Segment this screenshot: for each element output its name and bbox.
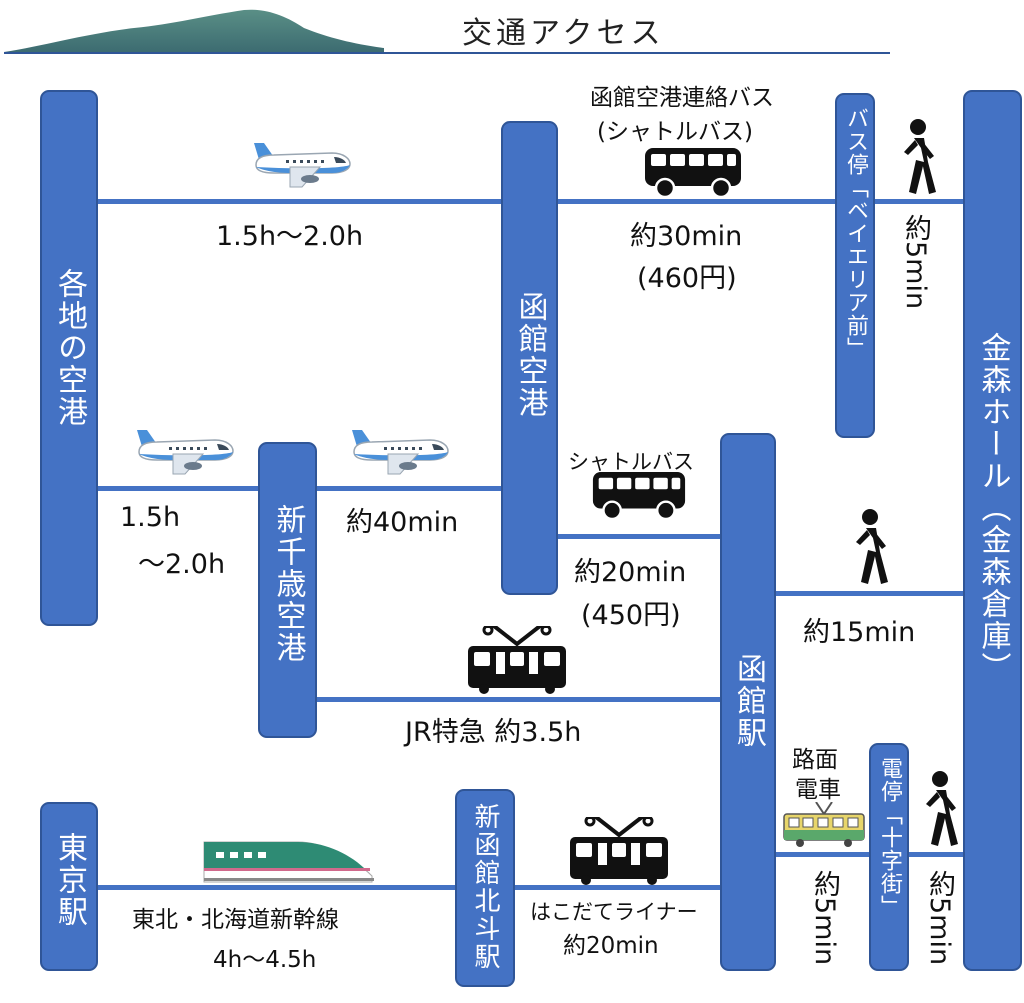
airport-bus-subname: (シャトルバス) (597, 119, 753, 145)
node-busstop-bayarea: バス停「ベイエリア前」 (835, 93, 875, 438)
shuttle-bus-fare: (450円) (581, 600, 681, 631)
node-busstop-bayarea-label: バス停「ベイエリア前」 (843, 107, 868, 360)
node-tokyo-station: 東京駅 (40, 802, 98, 971)
bus-icon (645, 148, 741, 198)
node-hakodate-airport: 函館空港 (501, 121, 558, 595)
page-title: 交通アクセス (462, 16, 665, 51)
airplane-icon (137, 430, 234, 475)
node-hakodate-station-label: 函館駅 (731, 653, 766, 749)
train-icon (570, 817, 668, 885)
node-shin-hakodate-hokuto: 新函館北斗駅 (455, 789, 515, 987)
node-new-chitose: 新千歳空港 (258, 442, 317, 738)
node-hakodate-station: 函館駅 (720, 433, 776, 971)
node-various-airports: 各地の空港 (40, 90, 98, 626)
airplane-icon (254, 143, 351, 188)
jr-express-time: JR特急 約3.5h (405, 717, 582, 748)
walking-person-icon (904, 119, 936, 194)
route-line-station-hall (776, 591, 963, 596)
route-line-chitose-station (317, 697, 720, 702)
route-line-hakodate-airport-station (557, 534, 720, 539)
node-tram-jujigai: 電停「十字街」 (869, 743, 909, 971)
tram-time: 約5min (809, 870, 840, 966)
flight-time-chitose-hakodate: 約40min (346, 507, 459, 538)
mountain-landscape-icon (4, 9, 384, 54)
node-various-airports-label: 各地の空港 (52, 268, 87, 428)
header-underline (4, 52, 890, 54)
hakodate-liner-name: はこだてライナー (530, 900, 698, 924)
shinkansen-time: 4h～4.5h (213, 947, 317, 973)
walking-person-icon (856, 509, 888, 584)
node-tram-jujigai-label: 電停「十字街」 (877, 757, 902, 918)
bus-icon (592, 471, 686, 520)
node-kanamori-hall-label: 金森ホール（金森倉庫） (975, 332, 1011, 684)
node-kanamori-hall: 金森ホール（金森倉庫） (963, 90, 1022, 971)
tram-name-line1: 路面 (792, 747, 838, 773)
airport-bus-fare: (460円) (637, 263, 737, 294)
node-shin-hakodate-hokuto-label: 新函館北斗駅 (470, 803, 500, 971)
walk-time-tram-hall: 約5min (924, 870, 955, 966)
tram-icon (783, 802, 865, 847)
tram-name-line2: 電車 (795, 777, 841, 803)
airport-bus-time: 約30min (630, 221, 743, 252)
walk-time-station-hall: 約15min (803, 617, 916, 648)
flight-time-airports-chitose-line2: ～2.0h (138, 549, 226, 580)
node-tokyo-station-label: 東京駅 (52, 832, 87, 928)
shuttle-bus-time: 約20min (574, 557, 687, 588)
shuttle-bus-name: シャトルバス (568, 450, 694, 474)
hakodate-liner-time: 約20min (563, 933, 659, 959)
shinkansen-icon (203, 841, 374, 883)
shinkansen-name: 東北・北海道新幹線 (132, 907, 339, 933)
walk-time-busstop: 約5min (900, 214, 931, 310)
airport-bus-name: 函館空港連絡バス (590, 85, 774, 111)
node-hakodate-airport-label: 函館空港 (512, 291, 548, 419)
airplane-icon (352, 430, 449, 475)
train-icon (468, 626, 566, 694)
flight-time-airports-hakodate: 1.5h～2.0h (216, 221, 364, 252)
route-line-tokyo-shinhakodate-station (98, 885, 720, 890)
flight-time-airports-chitose-line1: 1.5h (120, 502, 181, 533)
walking-person-icon (926, 771, 958, 846)
node-new-chitose-label: 新千歳空港 (270, 504, 306, 664)
